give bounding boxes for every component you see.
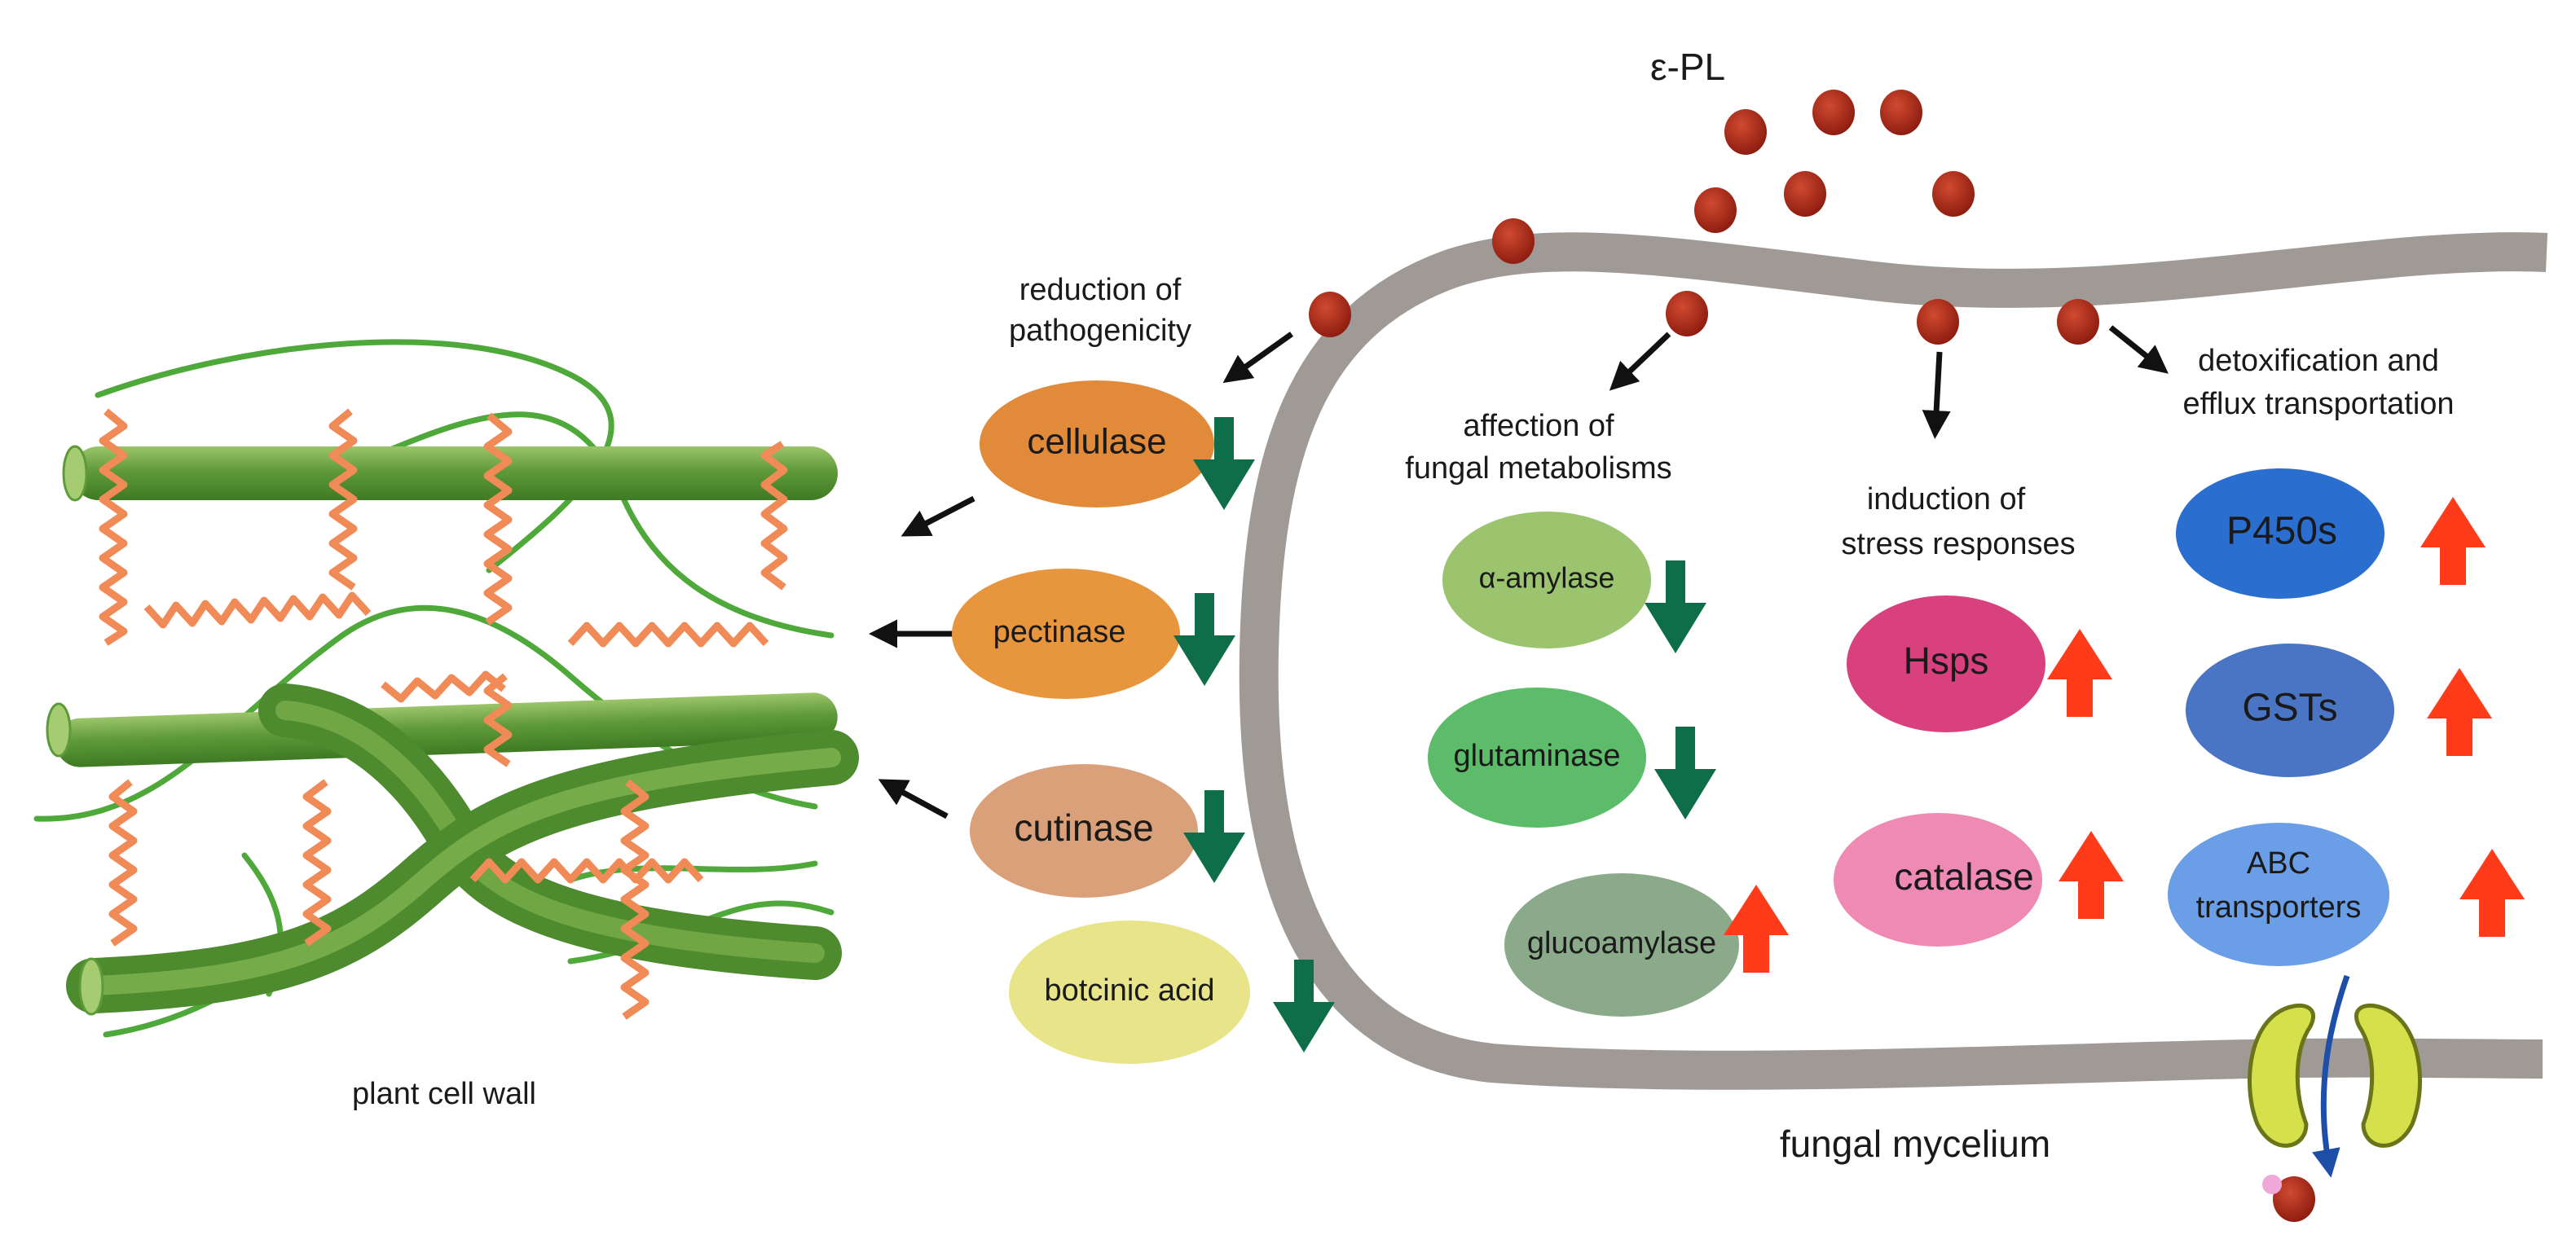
up-arrow-icon bbox=[2420, 497, 2486, 585]
down-arrow-icon bbox=[1174, 593, 1235, 686]
hsps-label: Hsps bbox=[1904, 639, 1989, 682]
down-arrow-icon bbox=[1645, 560, 1706, 653]
epl-particle bbox=[1812, 90, 1855, 135]
glucoamylase-label: glucoamylase bbox=[1527, 926, 1716, 960]
arrow-cutinase-to-wall bbox=[878, 779, 949, 820]
hyphal-membrane bbox=[1239, 232, 2548, 1090]
hsps-node: Hsps bbox=[1847, 595, 2045, 732]
down-arrow-icon bbox=[1193, 417, 1255, 510]
gsts-label: GSTs bbox=[2242, 687, 2337, 730]
epl-particles: ε-PL bbox=[1309, 46, 2099, 345]
svg-text:stress responses: stress responses bbox=[1841, 527, 2075, 561]
catalase-label: catalase bbox=[1894, 855, 2033, 898]
alpha-amylase-node: α-amylase bbox=[1442, 512, 1651, 648]
up-arrow-icon bbox=[2459, 849, 2525, 937]
down-regulation-arrows bbox=[1174, 417, 1716, 1052]
arrow-to-detox bbox=[2108, 325, 2169, 374]
abc-transporters-label-line1: ABC bbox=[2247, 846, 2310, 881]
botcinic-acid-node: botcinic acid bbox=[1009, 921, 1250, 1064]
detoxification-label: detoxification and efflux transportation bbox=[2182, 344, 2454, 421]
small-pink-particle bbox=[2262, 1175, 2282, 1194]
down-arrow-icon bbox=[1654, 727, 1716, 820]
glutaminase-node: glutaminase bbox=[1428, 688, 1646, 828]
epl-particle bbox=[1492, 218, 1535, 264]
epl-particle bbox=[1932, 171, 1975, 217]
fungal-mycelium: fungal mycelium bbox=[1239, 232, 2548, 1165]
svg-text:affection of: affection of bbox=[1463, 409, 1614, 443]
svg-text:fungal metabolisms: fungal metabolisms bbox=[1405, 451, 1671, 486]
affection-of-metabolisms-label: affection of fungal metabolisms bbox=[1405, 409, 1671, 486]
effluxed-epl-particle bbox=[2273, 1176, 2315, 1222]
cutinase-node: cutinase bbox=[970, 764, 1198, 898]
plant-cell-wall: plant cell wall bbox=[33, 339, 859, 1111]
cutinase-label: cutinase bbox=[1014, 806, 1153, 849]
glutaminase-label: glutaminase bbox=[1454, 739, 1621, 773]
epl-particle bbox=[1917, 299, 1959, 345]
epl-particle bbox=[1666, 291, 1708, 336]
epl-particle bbox=[1309, 292, 1351, 337]
cellulose-fiber-top bbox=[62, 445, 838, 502]
pectinase-node: pectinase bbox=[952, 569, 1180, 699]
induction-of-stress-label: induction of stress responses bbox=[1841, 482, 2075, 561]
efflux-arrow bbox=[2312, 974, 2350, 1178]
down-arrow-icon bbox=[1183, 790, 1245, 883]
particle-arrows bbox=[1222, 325, 2169, 439]
botcinic-acid-label: botcinic acid bbox=[1044, 973, 1214, 1008]
glucoamylase-node: glucoamylase bbox=[1504, 873, 1739, 1017]
epl-particle bbox=[2057, 299, 2099, 345]
p450s-node: P450s bbox=[2176, 468, 2384, 599]
transporter-subunit-left bbox=[2248, 1003, 2315, 1148]
plant-cell-wall-label: plant cell wall bbox=[352, 1077, 536, 1111]
cellulase-node: cellulase bbox=[980, 380, 1214, 508]
up-regulation-arrows bbox=[1724, 497, 2525, 973]
up-arrow-icon bbox=[2047, 629, 2112, 717]
up-arrow-icon bbox=[1724, 885, 1789, 973]
epl-particle bbox=[1784, 171, 1826, 217]
svg-text:reduction of: reduction of bbox=[1019, 273, 1182, 307]
cellulose-fibers bbox=[46, 445, 859, 1016]
up-arrow-icon bbox=[2059, 831, 2124, 919]
alpha-amylase-label: α-amylase bbox=[1479, 561, 1615, 595]
down-arrow-icon bbox=[1273, 960, 1335, 1052]
arrows-to-cell-wall bbox=[869, 495, 975, 820]
fungal-mycelium-label: fungal mycelium bbox=[1780, 1123, 2050, 1165]
reduction-of-pathogenicity-label: reduction of pathogenicity bbox=[1009, 273, 1191, 348]
transporter-subunit-right bbox=[2354, 1003, 2422, 1148]
cellulase-label: cellulase bbox=[1027, 422, 1166, 462]
arrow-to-metabolism bbox=[1609, 332, 1671, 391]
epl-particle bbox=[1880, 90, 1922, 135]
svg-text:efflux transportation: efflux transportation bbox=[2182, 387, 2454, 421]
abc-transporters-node: ABC transporters bbox=[2168, 823, 2389, 966]
pectin-chains bbox=[99, 408, 788, 1020]
up-arrow-icon bbox=[2427, 668, 2492, 756]
svg-text:detoxification and: detoxification and bbox=[2198, 344, 2439, 378]
epl-label: ε-PL bbox=[1650, 46, 1725, 88]
catalase-node: catalase bbox=[1834, 813, 2042, 947]
p450s-label: P450s bbox=[2226, 510, 2337, 553]
pectinase-label: pectinase bbox=[993, 615, 1126, 649]
cellulose-fiber-middle bbox=[46, 692, 838, 767]
epl-particle bbox=[1724, 109, 1767, 155]
efflux-pump bbox=[2248, 974, 2422, 1222]
gsts-node: GSTs bbox=[2186, 644, 2394, 777]
arrow-to-pathogenicity bbox=[1222, 332, 1294, 384]
abc-transporters-label-line2: transporters bbox=[2196, 890, 2362, 925]
svg-text:pathogenicity: pathogenicity bbox=[1009, 314, 1191, 348]
svg-text:induction of: induction of bbox=[1867, 482, 2026, 516]
arrow-to-stress bbox=[1922, 351, 1951, 439]
arrow-cellulase-to-wall bbox=[900, 495, 975, 537]
epl-particle bbox=[1694, 187, 1737, 233]
